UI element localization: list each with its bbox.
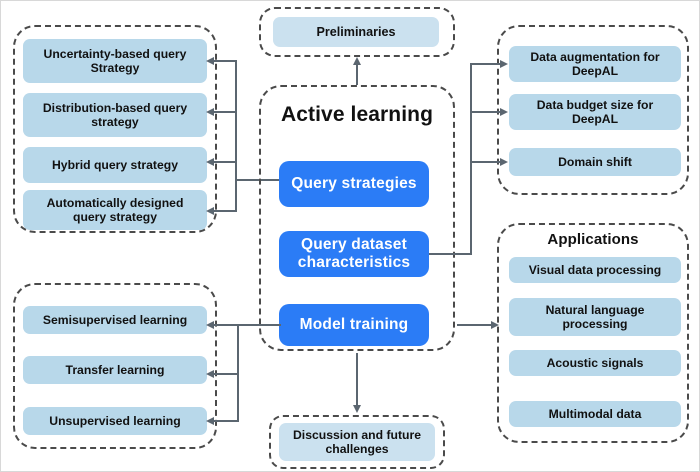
connector-dataset-characteristics-stem bbox=[429, 253, 472, 255]
active-learning-title: Active learning bbox=[280, 103, 434, 126]
group-query-strategies bbox=[13, 25, 217, 233]
connector-active-learning-to-preliminaries bbox=[356, 63, 358, 85]
connector-to-hybrid bbox=[214, 161, 237, 163]
connector-to-uncertainty bbox=[214, 60, 237, 62]
group-active-learning bbox=[259, 85, 455, 351]
connector-to-transfer-learning bbox=[214, 373, 239, 375]
group-preliminaries bbox=[259, 7, 455, 57]
connector-dataset-characteristics-trunk bbox=[470, 63, 472, 255]
node-domain-shift[interactable]: Domain shift bbox=[509, 148, 681, 176]
connector-query-strategies-trunk bbox=[235, 60, 237, 212]
node-distribution-based-query-strategy[interactable]: Distribution-based query strategy bbox=[23, 93, 207, 137]
arrowhead-to-distribution bbox=[206, 107, 214, 116]
arrowhead-to-uncertainty bbox=[206, 56, 214, 65]
node-semisupervised-learning[interactable]: Semisupervised learning bbox=[23, 306, 207, 334]
group-model-training bbox=[13, 283, 217, 449]
applications-title: Applications bbox=[547, 231, 639, 248]
arrowhead-to-automatic bbox=[206, 206, 214, 215]
connector-to-domain-shift bbox=[470, 161, 502, 163]
arrowhead-to-domain-shift bbox=[500, 157, 508, 166]
node-natural-language-processing[interactable]: Natural language processing bbox=[509, 298, 681, 336]
connector-query-strategies-stem bbox=[235, 179, 279, 181]
node-uncertainty-based-query-strategy[interactable]: Uncertainty-based query Strategy bbox=[23, 39, 207, 83]
group-discussion bbox=[269, 415, 445, 469]
node-acoustic-signals[interactable]: Acoustic signals bbox=[509, 350, 681, 376]
connector-model-training-stem bbox=[237, 324, 281, 326]
connector-to-semisupervised bbox=[214, 324, 239, 326]
arrowhead-to-applications bbox=[491, 320, 499, 329]
node-transfer-learning[interactable]: Transfer learning bbox=[23, 356, 207, 384]
node-discussion-and-future-challenges[interactable]: Discussion and future challenges bbox=[279, 423, 435, 461]
group-applications bbox=[497, 223, 689, 443]
arrowhead-to-data-budget bbox=[500, 107, 508, 116]
arrowhead-to-semisupervised bbox=[206, 320, 214, 329]
connector-to-data-budget bbox=[470, 111, 502, 113]
node-unsupervised-learning[interactable]: Unsupervised learning bbox=[23, 407, 207, 435]
connector-to-automatic bbox=[214, 210, 237, 212]
node-model-training[interactable]: Model training bbox=[279, 304, 429, 346]
connector-to-data-augmentation bbox=[470, 63, 502, 65]
node-multimodal-data[interactable]: Multimodal data bbox=[509, 401, 681, 427]
connector-active-learning-to-discussion bbox=[356, 353, 358, 407]
connector-to-distribution bbox=[214, 111, 237, 113]
node-preliminaries[interactable]: Preliminaries bbox=[273, 17, 439, 47]
arrowhead-to-discussion bbox=[352, 405, 361, 413]
node-query-dataset-characteristics[interactable]: Query dataset characteristics bbox=[279, 231, 429, 277]
node-visual-data-processing[interactable]: Visual data processing bbox=[509, 257, 681, 283]
connector-model-training-to-applications bbox=[457, 324, 493, 326]
group-dataset-characteristics bbox=[497, 25, 689, 195]
node-hybrid-query-strategy[interactable]: Hybrid query strategy bbox=[23, 147, 207, 183]
connector-to-unsupervised bbox=[214, 420, 239, 422]
arrowhead-to-transfer-learning bbox=[206, 369, 214, 378]
node-automatically-designed-query-strategy[interactable]: Automatically designed query strategy bbox=[23, 190, 207, 230]
arrowhead-to-data-augmentation bbox=[500, 59, 508, 68]
arrowhead-to-hybrid bbox=[206, 157, 214, 166]
node-data-budget-size-for-deepal[interactable]: Data budget size for DeepAL bbox=[509, 94, 681, 130]
arrowhead-to-unsupervised bbox=[206, 416, 214, 425]
node-data-augmentation-for-deepal[interactable]: Data augmentation for DeepAL bbox=[509, 46, 681, 82]
arrowhead-to-preliminaries bbox=[352, 57, 361, 65]
node-query-strategies[interactable]: Query strategies bbox=[279, 161, 429, 207]
